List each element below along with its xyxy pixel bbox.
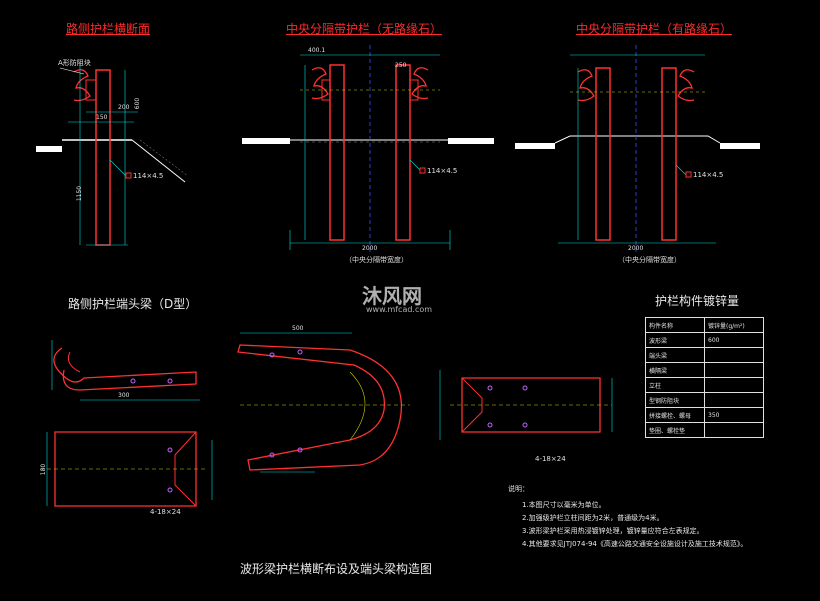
- note-item: 2.加强级护栏立柱间距为2米，普通级为4米。: [522, 514, 664, 522]
- roadside-section-drawing: [36, 62, 189, 246]
- galvanize-table-title: 护栏构件镀锌量: [655, 294, 740, 308]
- table-cell: 端头梁: [645, 347, 705, 363]
- watermark-brand: 沐风网: [362, 284, 422, 308]
- anti-block-label: A形防阻块: [58, 59, 91, 67]
- dim-300: 300: [118, 392, 130, 399]
- table-row: 垫圈、螺栓垫: [645, 422, 764, 438]
- table-header-row: 构件名称 镀锌量(g/m²): [645, 317, 764, 333]
- table-header-cell: 构件名称: [645, 317, 705, 333]
- median-no-curb-title: 中央分隔带护栏（无路缘石）: [286, 22, 443, 36]
- table-cell: [704, 392, 764, 408]
- table-cell: 600: [704, 332, 764, 348]
- dim-180: 180: [40, 463, 48, 476]
- table-cell: 350: [704, 407, 764, 423]
- dim-2000-mid: 2000: [362, 245, 378, 252]
- table-header-cell: 镀锌量(g/m²): [704, 317, 764, 333]
- dim-2000-right: 2000: [628, 245, 644, 252]
- median-width-label-right: （中央分隔带宽度）: [618, 256, 681, 264]
- note-item: 4.其他要求见JTJ074-94《高速公路交通安全设施设计及施工技术规范》。: [522, 540, 748, 548]
- end-beam-plan-drawing: [439, 370, 613, 440]
- roadside-section-title: 路侧护栏横断面: [66, 22, 151, 36]
- drawing-title: 波形梁护栏横断布设及端头梁构造图: [240, 562, 433, 576]
- pipe-label-left: 114×4.5: [133, 172, 164, 180]
- table-row: 端头梁: [645, 347, 764, 363]
- bolt-note-2: 4-18×24: [535, 455, 566, 463]
- table-row: 型钢防阻块: [645, 392, 764, 408]
- note-item: 3.波形梁护栏采用热浸镀锌处理，镀锌量应符合左表规定。: [522, 527, 704, 535]
- table-cell: 型钢防阻块: [645, 392, 705, 408]
- dim-150: 150: [96, 114, 108, 121]
- u-end-beam-drawing: [237, 332, 410, 473]
- dim-400: 400.1: [308, 47, 326, 54]
- table-cell: [704, 422, 764, 438]
- dim-200: 200: [118, 104, 130, 111]
- pipe-label-right: 114×4.5: [693, 171, 724, 179]
- table-row: 立柱: [645, 377, 764, 393]
- bolt-note-1: 4-18×24: [150, 508, 181, 516]
- table-cell: 垫圈、螺栓垫: [645, 422, 705, 438]
- table-cell: [704, 347, 764, 363]
- watermark-url: www.mfcad.com: [366, 305, 433, 314]
- table-cell: 横隔梁: [645, 362, 705, 378]
- dim-250: 250: [395, 62, 407, 69]
- median-no-curb-drawing: [242, 45, 494, 255]
- median-with-curb-drawing: [515, 45, 760, 255]
- table-cell: [704, 362, 764, 378]
- median-width-label-mid: （中央分隔带宽度）: [345, 256, 408, 264]
- note-item: 1.本图尺寸以毫米为单位。: [522, 501, 606, 509]
- pipe-label-mid: 114×4.5: [427, 167, 458, 175]
- table-cell: 拼接螺栓、螺母: [645, 407, 705, 423]
- dim-1150: 1150: [76, 185, 84, 202]
- median-with-curb-title: 中央分隔带护栏（有路缘石）: [576, 22, 733, 36]
- table-cell: 波形梁: [645, 332, 705, 348]
- end-beam-title: 路侧护栏端头梁（D型）: [68, 297, 198, 311]
- table-cell: 立柱: [645, 377, 705, 393]
- end-beam-d-drawing: [40, 340, 213, 507]
- dim-600: 600: [134, 97, 142, 110]
- table-row: 横隔梁: [645, 362, 764, 378]
- dim-500: 500: [292, 325, 304, 332]
- notes-heading: 说明：: [508, 485, 529, 493]
- table-cell: [704, 377, 764, 393]
